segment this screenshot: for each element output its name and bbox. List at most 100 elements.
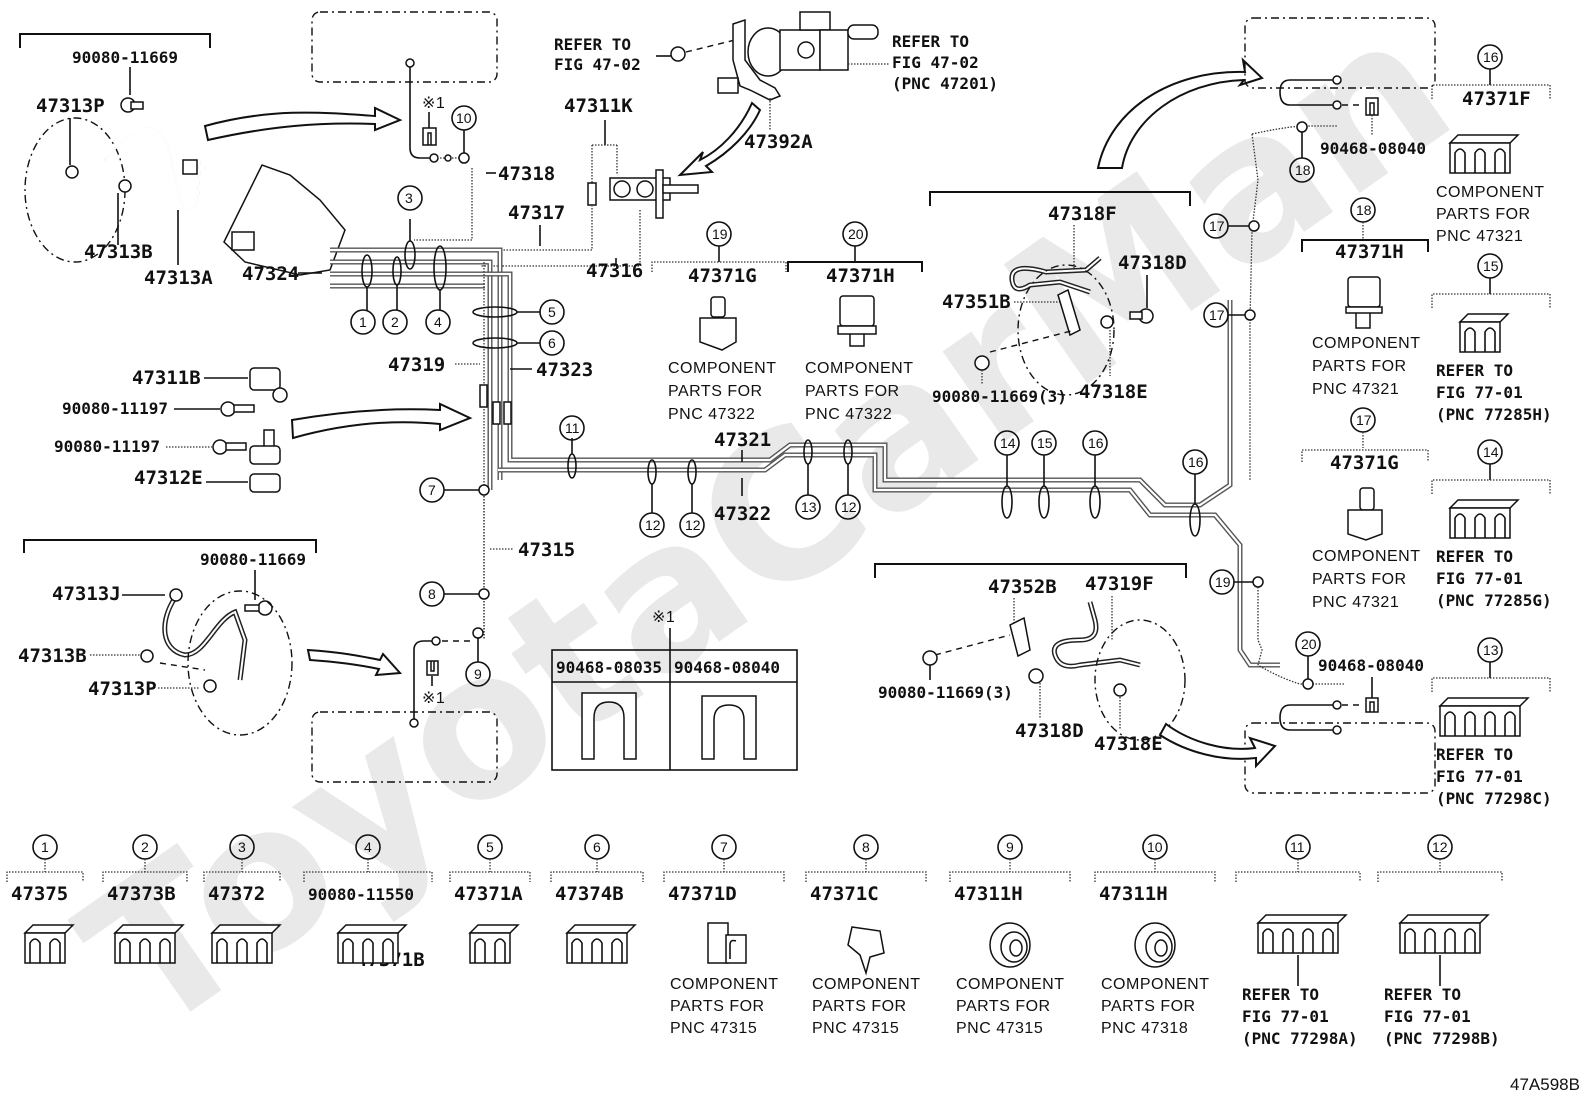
callout-7[interactable]: 7 xyxy=(428,482,436,498)
tube-label[interactable]: 47316 xyxy=(586,260,643,282)
note-text: PNC 47321 xyxy=(1436,228,1523,245)
part-label[interactable]: 47313B xyxy=(18,645,87,667)
part-label[interactable]: 47371C xyxy=(810,883,879,905)
callout-6[interactable]: 6 xyxy=(593,839,601,855)
part-label[interactable]: 47392A xyxy=(744,131,813,153)
callout-16[interactable]: 16 xyxy=(1483,49,1499,65)
callout-17[interactable]: 17 xyxy=(1209,218,1225,234)
callout-14[interactable]: 14 xyxy=(1483,444,1499,460)
tube-label[interactable]: 47317 xyxy=(508,202,565,224)
callout-9[interactable]: 9 xyxy=(1006,839,1014,855)
tube-label[interactable]: 47315 xyxy=(518,539,575,561)
part-label[interactable]: 47375 xyxy=(11,883,68,905)
clip-item-6: 6 47374B xyxy=(550,834,644,964)
callout-8[interactable]: 8 xyxy=(428,586,436,602)
tube-label[interactable]: 47319 xyxy=(388,354,445,376)
callout-19[interactable]: 19 xyxy=(712,226,728,242)
callout-15[interactable]: 15 xyxy=(1037,435,1053,451)
part-label[interactable]: 90080-11669(3) xyxy=(932,387,1067,406)
tube-label[interactable]: 47323 xyxy=(536,359,593,381)
part-label[interactable]: 90080-11669 xyxy=(72,48,178,67)
part-label[interactable]: 90080-11669(3) xyxy=(878,683,1013,702)
tube-label[interactable]: 47322 xyxy=(714,503,771,525)
part-label[interactable]: 47371H xyxy=(826,265,895,287)
tube-label[interactable]: 47318 xyxy=(498,163,555,185)
part-label[interactable]: 47352B xyxy=(988,576,1057,598)
push-clip-icon xyxy=(1345,276,1383,329)
part-label[interactable]: 47318E xyxy=(1079,381,1148,403)
callout-5[interactable]: 5 xyxy=(486,839,494,855)
part-label[interactable]: 47372 xyxy=(208,883,265,905)
part-label[interactable]: 47351B xyxy=(942,291,1011,313)
part-label[interactable]: 47371G xyxy=(1330,452,1399,474)
callout-10[interactable]: 10 xyxy=(456,110,472,126)
callout-20[interactable]: 20 xyxy=(848,226,864,242)
part-label[interactable]: 47313A xyxy=(144,267,213,289)
callout-4[interactable]: 4 xyxy=(364,839,372,855)
callout-9[interactable]: 9 xyxy=(474,666,482,682)
note-text: REFER TO xyxy=(1242,985,1319,1004)
callout-2[interactable]: 2 xyxy=(141,839,149,855)
callout-1[interactable]: 1 xyxy=(41,839,49,855)
part-label[interactable]: 47371G xyxy=(688,265,757,287)
part-label[interactable]: 47371H xyxy=(1335,241,1404,263)
part-label[interactable]: 47311H xyxy=(954,883,1023,905)
part-label[interactable]: 47318E xyxy=(1094,733,1163,755)
callout-12[interactable]: 12 xyxy=(841,499,857,515)
callout-12[interactable]: 12 xyxy=(1432,839,1448,855)
callout-12[interactable]: 12 xyxy=(645,517,661,533)
callout-13[interactable]: 13 xyxy=(1483,642,1499,658)
part-label[interactable]: 47318D xyxy=(1015,720,1084,742)
part-label[interactable]: 47313P xyxy=(88,678,157,700)
callout-2[interactable]: 2 xyxy=(391,314,399,330)
callout-19[interactable]: 19 xyxy=(1215,574,1231,590)
callout-12[interactable]: 12 xyxy=(685,517,701,533)
part-label[interactable]: 90080-11669 xyxy=(200,550,306,569)
part-label[interactable]: 47313J xyxy=(52,583,121,605)
part-label[interactable]: 47371A xyxy=(454,883,523,905)
part-label[interactable]: 47371F xyxy=(1462,88,1531,110)
callout-7[interactable]: 7 xyxy=(720,839,728,855)
part-label[interactable]: 47318F xyxy=(1048,203,1117,225)
part-label[interactable]: 47318D xyxy=(1118,252,1187,274)
callout-6[interactable]: 6 xyxy=(548,335,556,351)
callout-3[interactable]: 3 xyxy=(238,839,246,855)
callout-20[interactable]: 20 xyxy=(1301,636,1317,652)
part-label[interactable]: 90468-08040 xyxy=(1318,656,1424,675)
callout-14[interactable]: 14 xyxy=(1000,435,1016,451)
tube-label[interactable]: 47321 xyxy=(714,429,771,451)
callout-16[interactable]: 16 xyxy=(1088,435,1104,451)
part-label[interactable]: 90080-11550 xyxy=(308,885,414,904)
part-label[interactable]: 47374B xyxy=(555,883,624,905)
part-label[interactable]: 47312E xyxy=(134,467,203,489)
part-label[interactable]: 47371D xyxy=(668,883,737,905)
callout-10[interactable]: 10 xyxy=(1147,839,1163,855)
callout-17[interactable]: 17 xyxy=(1209,307,1225,323)
callout-17[interactable]: 17 xyxy=(1356,412,1372,428)
callout-18[interactable]: 18 xyxy=(1295,162,1311,178)
callout-4[interactable]: 4 xyxy=(434,314,442,330)
callout-16[interactable]: 16 xyxy=(1188,454,1204,470)
part-label[interactable]: 47311H xyxy=(1099,883,1168,905)
callout-15[interactable]: 15 xyxy=(1483,258,1499,274)
part-label[interactable]: 47319F xyxy=(1085,573,1154,595)
part-label[interactable]: 47311K xyxy=(564,95,633,117)
note-text: PARTS FOR xyxy=(1312,571,1407,588)
note-text: PNC 47322 xyxy=(805,406,892,423)
part-label[interactable]: 47313B xyxy=(84,241,153,263)
callout-11[interactable]: 11 xyxy=(1290,839,1305,855)
callout-3[interactable]: 3 xyxy=(405,190,413,206)
tube-label[interactable]: 47324 xyxy=(242,263,299,285)
part-label[interactable]: 47313P xyxy=(36,95,105,117)
part-label[interactable]: 90080-11197 xyxy=(62,399,168,418)
part-label[interactable]: 90080-11197 xyxy=(54,437,160,456)
part-label[interactable]: 90468-08040 xyxy=(1320,139,1426,158)
part-label[interactable]: 47311B xyxy=(132,367,201,389)
part-label[interactable]: 47373B xyxy=(107,883,176,905)
callout-13[interactable]: 13 xyxy=(801,499,817,515)
callout-5[interactable]: 5 xyxy=(548,304,556,320)
callout-8[interactable]: 8 xyxy=(862,839,870,855)
callout-1[interactable]: 1 xyxy=(359,314,367,330)
callout-18[interactable]: 18 xyxy=(1356,202,1372,218)
callout-11[interactable]: 11 xyxy=(565,420,580,436)
